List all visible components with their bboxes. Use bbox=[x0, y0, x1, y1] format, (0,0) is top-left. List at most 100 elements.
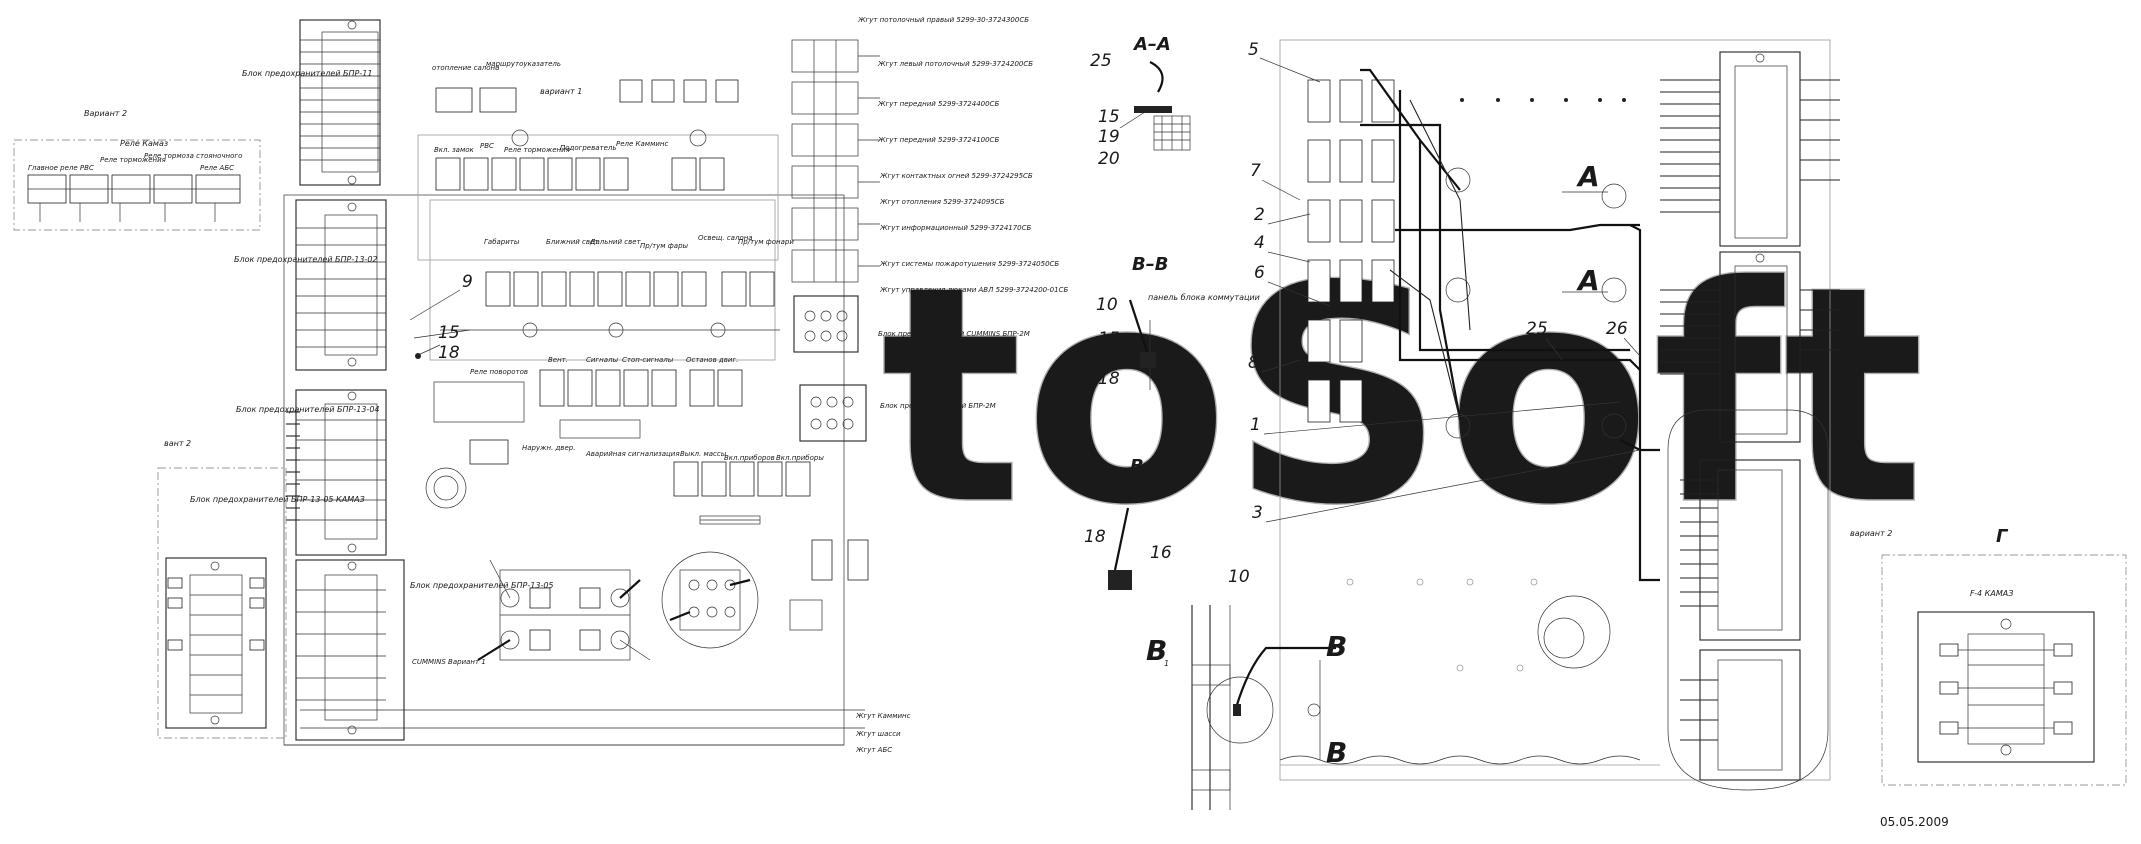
right-callout-6: 6 bbox=[1254, 263, 1265, 283]
g-label-main: Г bbox=[1850, 482, 1863, 503]
right-callout-25: 25 bbox=[1526, 319, 1548, 339]
b1-callout-18: 18 bbox=[1084, 527, 1106, 547]
cut-b1-sub: 1 bbox=[1164, 659, 1169, 668]
left-callouts: 9 15 18 bbox=[409, 272, 473, 509]
bottom-harness-1: Жгут шасси bbox=[855, 730, 901, 738]
sw-row1-heater: Подогреватель bbox=[560, 144, 617, 152]
right-callout-5: 5 bbox=[1248, 40, 1259, 60]
right-callout-8: 8 bbox=[1248, 353, 1259, 373]
callout-15: 15 bbox=[438, 323, 460, 343]
right-callout-2: 2 bbox=[1254, 205, 1265, 225]
bpr2m-label: Блок предохранителей БПР-2М bbox=[880, 402, 996, 410]
fuse-block-bpr1302: Блок предохранителей БПР-13-02 bbox=[234, 199, 387, 371]
fuse-block-bpr11: Блок предохранителей БПР-11 bbox=[242, 19, 381, 186]
aa-callout-20: 20 bbox=[1098, 149, 1120, 169]
sw-top-rvs: РВС bbox=[480, 142, 494, 150]
right-layout: А А 5 7 2 4 6 8 1 3 25 26 bbox=[1248, 40, 1660, 765]
watermark-text: toSoft bbox=[880, 222, 1926, 571]
aa-callout-25: 25 bbox=[1090, 51, 1112, 71]
fuse-block-bpr1305-kamaz: вант 2 Блок предохранителей БПР-13-05 КА… bbox=[157, 439, 365, 739]
cut-a-bottom: А bbox=[1576, 264, 1600, 297]
main-frame bbox=[283, 39, 1831, 781]
sw-top-heating: отопление салона bbox=[432, 64, 499, 72]
fuse-block-bpr1304: Блок предохранителей БПР-13-04 bbox=[236, 389, 387, 556]
detail-g-title: Г bbox=[1996, 526, 2009, 547]
section-bb-title: В–В bbox=[1132, 254, 1168, 275]
switch-panel: отопление салона маршрутоуказатель РВС в… bbox=[417, 60, 824, 497]
variant-2-left: Вариант 2 bbox=[84, 109, 127, 118]
sw-row4-mass: Выкл. массы bbox=[680, 450, 727, 458]
sw-top-route: маршрутоуказатель bbox=[486, 60, 561, 68]
sw-row2-low: Ближний свет bbox=[546, 238, 599, 246]
sw-row3-signal: Сигналы bbox=[586, 356, 618, 364]
sw-row4-instr: Вкл.приборов bbox=[724, 454, 775, 462]
bb-callout-15: 15 bbox=[1098, 329, 1120, 349]
right-callout-1: 1 bbox=[1250, 415, 1261, 435]
section-bb: В–В панель блока коммутации 10 15 18 bbox=[1096, 254, 1260, 390]
cut-b1-label: В bbox=[1146, 634, 1167, 667]
bottom-harness-labels: Жгут Камминс Жгут шасси Жгут АБС bbox=[855, 712, 911, 754]
aa-callout-15: 15 bbox=[1098, 107, 1120, 127]
harness-8: Жгут управления люками АВЛ 5299-3724200-… bbox=[879, 286, 1068, 294]
variant-1: вариант 1 bbox=[540, 87, 582, 96]
b1-callout-16: 16 bbox=[1150, 543, 1172, 563]
relay-row bbox=[27, 174, 241, 222]
relay-label-main: Главное реле РВС bbox=[28, 164, 94, 172]
harness-6: Жгут информационный 5299-3724170СБ bbox=[879, 224, 1032, 232]
harness-7: Жгут системы пожаротушения 5299-3724050С… bbox=[879, 260, 1059, 268]
battery-terminals bbox=[477, 515, 761, 661]
relay-label-brake: Реле торможения bbox=[100, 156, 166, 164]
section-aa-title: А–А bbox=[1132, 34, 1171, 55]
cut-a-top: А bbox=[1576, 160, 1600, 193]
harness-4: Жгут контактных огней 5299-3724295СБ bbox=[879, 172, 1033, 180]
harness-1: Жгут левый потолочный 5299-3724200СБ bbox=[877, 60, 1033, 68]
harness-2: Жгут передний 5299-3724400СБ bbox=[877, 100, 999, 108]
cut-b-bottom: В bbox=[1326, 736, 1347, 769]
section-b1-sub: 1 bbox=[1146, 471, 1151, 480]
bb-callout-18: 18 bbox=[1098, 369, 1120, 389]
sw-row3-stop: Стоп-сигналы bbox=[622, 356, 674, 364]
harness-0: Жгут потолочный правый 5299-30-3724300СБ bbox=[857, 16, 1029, 24]
cummins-block-label: Блок предохранителей CUMMINS БПР-2М bbox=[878, 330, 1030, 338]
cut-b-top: В bbox=[1326, 630, 1347, 663]
sw-row2-high: Дальний свет bbox=[589, 238, 642, 246]
sw-row1-brake: Реле торможения bbox=[504, 146, 570, 154]
relay-kamaz-panel: Вариант 2 Реле Камаз Главное реле РВС Ре… bbox=[13, 109, 261, 231]
sw-row2-foglights: Пр/тум фонари bbox=[738, 238, 794, 246]
section-b1-title: В bbox=[1130, 456, 1144, 477]
right-callout-7: 7 bbox=[1250, 161, 1261, 181]
variant-2-left2: вант 2 bbox=[164, 439, 191, 448]
bottom-harness-0: Жгут Камминс bbox=[855, 712, 911, 720]
harness-3: Жгут передний 5299-3724100СБ bbox=[877, 136, 999, 144]
callout-9: 9 bbox=[462, 272, 473, 292]
bottom-cable-view: 10 В 1 В В bbox=[1146, 567, 1347, 810]
right-fuse-blocks: вариант 2 Г bbox=[1660, 51, 1892, 791]
drawing-date: 05.05.2009 bbox=[1880, 815, 1949, 829]
relay-kamaz-title: Реле Камаз bbox=[120, 139, 168, 148]
section-b1: В 1 18 16 bbox=[1084, 456, 1172, 590]
relay-label-abs: Реле АБС bbox=[200, 164, 234, 172]
sw-row2-salon: Освещ. салона bbox=[698, 234, 753, 242]
sw-row4-instruments: Вкл.приборы bbox=[776, 454, 824, 462]
harness-5: Жгут отопления 5299-3724095СБ bbox=[879, 198, 1005, 206]
sw-row1-cummins: Реле Камминс bbox=[616, 140, 668, 148]
callout-18: 18 bbox=[438, 343, 460, 363]
bpr1305-label: Блок предохранителей БПР-13-05 bbox=[410, 581, 554, 590]
harness-connectors: Жгут потолочный правый 5299-30-3724300СБ… bbox=[789, 16, 1068, 631]
right-callout-26: 26 bbox=[1606, 319, 1628, 339]
bottom-harness-2: Жгут АБС bbox=[855, 746, 892, 754]
bpr11-label: Блок предохранителей БПР-11 bbox=[242, 69, 372, 78]
sw-row4-door: Наружн. двер. bbox=[522, 444, 575, 452]
panel-note: панель блока коммутации bbox=[1148, 293, 1260, 302]
aa-callout-19: 19 bbox=[1098, 127, 1120, 147]
sw-row3-engine: Останов двиг. bbox=[686, 356, 738, 364]
right-callout-4: 4 bbox=[1254, 233, 1265, 253]
sw-relay-turn: Реле поворотов bbox=[470, 368, 528, 376]
bpr1304-label: Блок предохранителей БПР-13-04 bbox=[236, 405, 380, 414]
bpr1305k-label: Блок предохранителей БПР-13-05 КАМАЗ bbox=[190, 495, 365, 504]
sw-row1-lock: Вкл. замок bbox=[434, 146, 475, 154]
section-aa: А–А 25 15 19 20 bbox=[1090, 34, 1191, 169]
bb-callout-10: 10 bbox=[1096, 295, 1118, 315]
bottom-callout-10: 10 bbox=[1228, 567, 1250, 587]
f4-kamaz-label: F-4 КАМАЗ bbox=[1970, 589, 2013, 598]
